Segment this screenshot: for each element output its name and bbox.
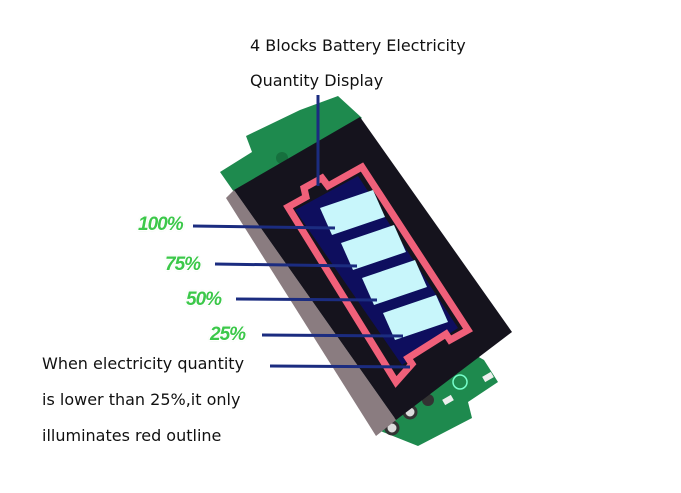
- battery-block-3: [362, 260, 427, 305]
- leader-line-50: [235, 297, 378, 302]
- leader-line-75: [214, 262, 358, 268]
- smd-component: [482, 371, 494, 383]
- battery-block-2: [341, 225, 406, 270]
- pcb-top: [220, 96, 362, 192]
- leader-line-100: [192, 224, 336, 230]
- leader-line-outline: [269, 364, 411, 369]
- smd-component: [442, 394, 454, 406]
- level-label-25: 25%: [210, 324, 246, 345]
- red-battery-outline: [283, 162, 473, 388]
- pcb-bottom: [378, 352, 498, 446]
- note-line-3: illuminates red outline: [42, 426, 222, 445]
- level-label-50: 50%: [186, 289, 222, 310]
- battery-block-1: [320, 190, 385, 235]
- note-line-1: When electricity quantity: [42, 354, 245, 373]
- component: [452, 374, 468, 390]
- battery-block-4: [383, 295, 448, 340]
- leader-line-25: [261, 333, 404, 338]
- module-side: [226, 190, 396, 436]
- note-line-2: is lower than 25%,it only: [42, 390, 241, 409]
- level-label-75: 75%: [165, 254, 201, 275]
- level-label-100: 100%: [138, 214, 184, 235]
- title-line-2: Quantity Display: [250, 71, 384, 90]
- title-line-1: 4 Blocks Battery Electricity: [250, 36, 466, 55]
